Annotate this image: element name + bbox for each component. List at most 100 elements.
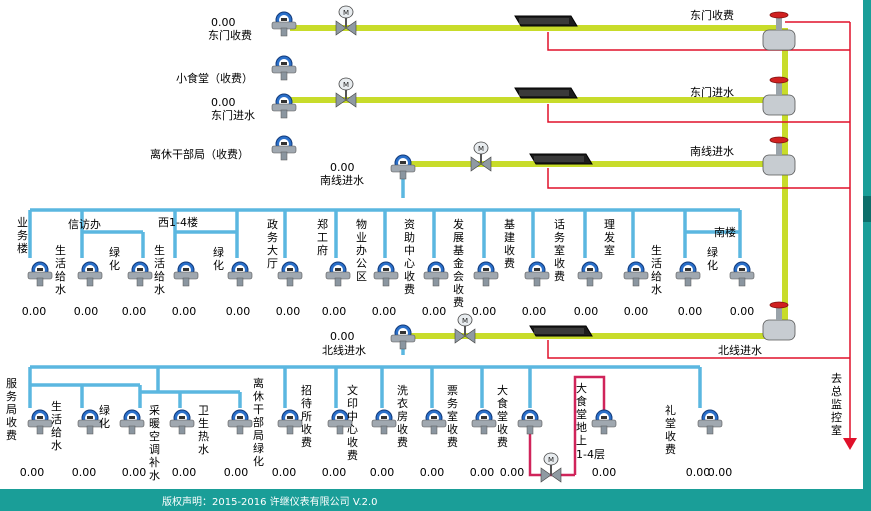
meter-reading: 0.00	[223, 466, 249, 479]
meter-reading: 0.00	[71, 466, 97, 479]
header-xi14lou: 西1-4楼	[158, 216, 198, 229]
header-jijian: 基建收费	[504, 218, 515, 270]
water-meter-icon[interactable]	[373, 261, 399, 287]
nanxian-label: 南线进水	[320, 174, 364, 187]
header-lixiulvhua: 离休干部局绿化	[253, 377, 264, 468]
water-meter-icon[interactable]	[421, 409, 447, 435]
meter-reading: 0.00	[369, 466, 395, 479]
header-nanlou: 南楼	[714, 226, 736, 239]
meter-reading: 0.00	[499, 466, 525, 479]
row2-floor-range: 1-4层	[576, 448, 605, 461]
water-meter-icon[interactable]	[27, 409, 53, 435]
nanxian-value: 0.00	[330, 161, 355, 174]
route-nanxian: 南线进水	[690, 145, 734, 158]
water-meter-icon[interactable]	[277, 261, 303, 287]
meter-reading: 0.00	[707, 466, 733, 479]
meter-reading: 0.00	[573, 305, 599, 318]
header-huawu: 话务室收费	[554, 218, 565, 283]
dongmen-fee-value: 0.00	[211, 16, 236, 29]
copyright-text: 版权声明：2015-2016 许继仪表有限公司 V.2.0	[162, 497, 378, 508]
meter-reading: 0.00	[171, 305, 197, 318]
water-meter-icon[interactable]	[169, 409, 195, 435]
meter-reading: 0.00	[521, 305, 547, 318]
meter-reading: 0.00	[121, 466, 147, 479]
meter-reading: 0.00	[623, 305, 649, 318]
meter-reading: 0.00	[171, 466, 197, 479]
right-scrollbar[interactable]	[863, 0, 871, 489]
water-meter-icon[interactable]	[623, 261, 649, 287]
water-meter-icon[interactable]	[577, 261, 603, 287]
water-meter-icon[interactable]	[277, 409, 303, 435]
water-meter-icon[interactable]	[173, 261, 199, 287]
meter-reading: 0.00	[469, 466, 495, 479]
water-meter-icon[interactable]	[227, 409, 253, 435]
dongmen-in-label: 东门进水	[211, 109, 255, 122]
header-zhaodaisuo: 招待所收费	[301, 384, 312, 449]
meter-reading: 0.00	[73, 305, 99, 318]
header-xinfangban: 信访办	[68, 218, 101, 231]
row1-sub-0: 生活给水	[55, 244, 66, 296]
water-meter-icon[interactable]	[371, 409, 397, 435]
meter-reading: 0.00	[729, 305, 755, 318]
meter-reading: 0.00	[121, 305, 147, 318]
header-wuye: 物业办公区	[356, 218, 367, 283]
meter-reading: 0.00	[371, 305, 397, 318]
header-fazhan: 发展基金会收费	[453, 218, 464, 309]
water-meter-icon[interactable]	[227, 261, 253, 287]
water-meter-icon[interactable]	[119, 409, 145, 435]
header-fuwuju: 服务局收费	[6, 377, 17, 442]
header-yewulou: 业务楼	[17, 216, 28, 255]
row2-sub-3: 卫生热水	[198, 404, 209, 456]
water-meter-icon[interactable]	[729, 261, 755, 287]
row1-sub-1: 绿化	[109, 246, 120, 272]
header-lifa: 理发室	[604, 218, 615, 257]
row1-sub-3: 绿化	[213, 246, 224, 272]
xiaoshitang-label: 小食堂（收费）	[176, 72, 253, 85]
meter-reading: 0.00	[685, 466, 711, 479]
water-meter-icon[interactable]	[473, 261, 499, 287]
water-meter-icon[interactable]	[325, 261, 351, 287]
meter-reading: 0.00	[421, 305, 447, 318]
water-meter-icon[interactable]	[697, 409, 723, 435]
water-meter-icon[interactable]	[471, 409, 497, 435]
meter-reading: 0.00	[321, 305, 347, 318]
water-meter-icon[interactable]	[27, 261, 53, 287]
meter-reading: 0.00	[591, 466, 617, 479]
header-dashitang: 大食堂收费	[497, 384, 508, 449]
row2-sub-0: 生活给水	[51, 400, 62, 452]
header-dashitang-dishang: 大食堂地上	[576, 382, 587, 447]
meter-reading: 0.00	[471, 305, 497, 318]
water-meter-icon[interactable]	[591, 409, 617, 435]
water-meter-icon[interactable]	[127, 261, 153, 287]
water-meter-icon[interactable]	[675, 261, 701, 287]
meter-reading: 0.00	[321, 466, 347, 479]
route-beixian: 北线进水	[718, 344, 762, 357]
row2-sub-2: 采暖空调补水	[149, 404, 160, 482]
water-meter-icon[interactable]	[423, 261, 449, 287]
water-meter-icon[interactable]	[517, 409, 543, 435]
meter-reading: 0.00	[275, 305, 301, 318]
row1-sub-5: 绿化	[707, 246, 718, 272]
row1-sub-2: 生活给水	[154, 244, 165, 296]
scrollbar-thumb[interactable]	[863, 196, 871, 222]
route-dongmen-fee: 东门收费	[690, 9, 734, 22]
beixian-label: 北线进水	[322, 344, 366, 357]
meter-reading: 0.00	[225, 305, 251, 318]
header-zizhu: 资助中心收费	[404, 218, 415, 296]
header-litang: 礼堂收费	[665, 404, 676, 456]
beixian-value: 0.00	[330, 330, 355, 343]
lixiu-label: 离休干部局（收费）	[150, 148, 249, 161]
meter-reading: 0.00	[19, 466, 45, 479]
header-piaowu: 票务室收费	[447, 384, 458, 449]
header-zhenggongfu: 郑工府	[317, 218, 328, 257]
route-dongmen-in: 东门进水	[690, 86, 734, 99]
meter-reading: 0.00	[21, 305, 47, 318]
meter-reading: 0.00	[271, 466, 297, 479]
water-meter-icon[interactable]	[524, 261, 550, 287]
header-xiyifang: 洗衣房收费	[397, 384, 408, 449]
water-meter-icon[interactable]	[77, 261, 103, 287]
meter-reading: 0.00	[677, 305, 703, 318]
footer-bar: 版权声明：2015-2016 许继仪表有限公司 V.2.0	[0, 489, 871, 511]
